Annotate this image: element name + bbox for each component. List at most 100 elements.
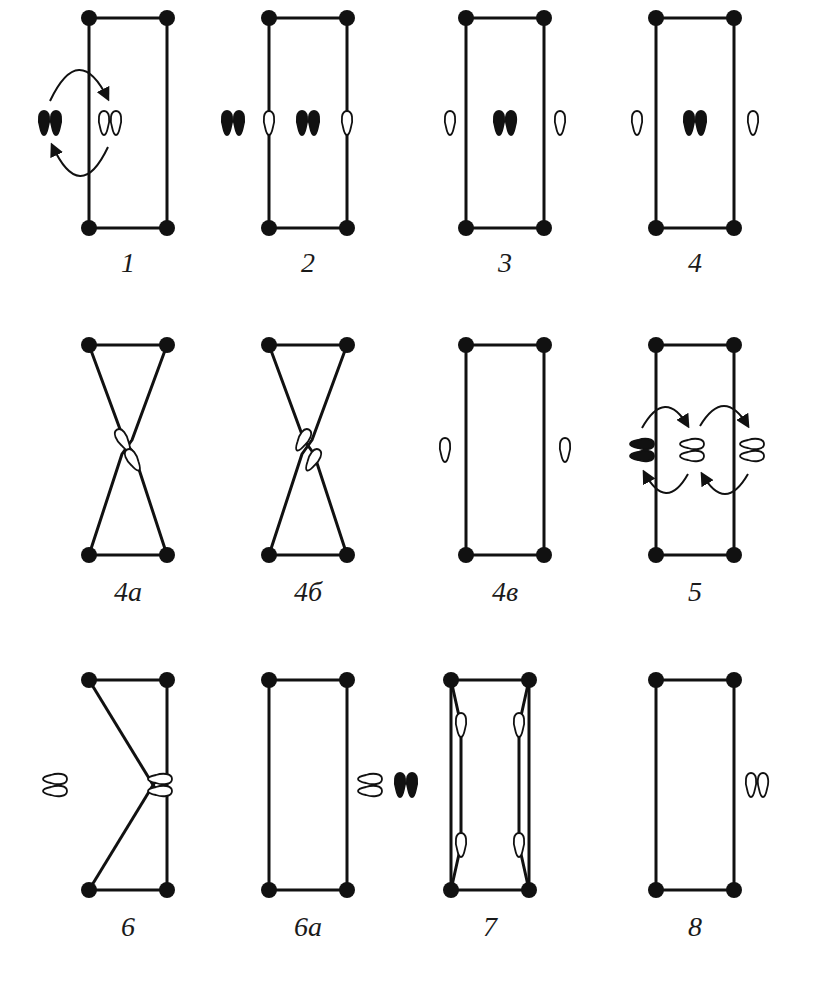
black-foot [494,111,504,135]
white-foot [632,111,642,135]
white-foot [358,774,382,784]
leg-dot [648,882,664,898]
leg-dot [159,882,175,898]
white-foot [555,111,565,135]
white-foot [445,111,455,135]
leg-dot [339,547,355,563]
leg-dot [261,220,277,236]
callout-number: 1 [121,249,135,277]
leg-dot [458,337,474,353]
white-foot [680,439,704,449]
white-foot [264,111,274,135]
leg-dot [159,220,175,236]
callout-number: 4а [114,578,142,606]
elastic-line [269,344,347,347]
white-foot [148,786,172,796]
elastic-line [89,554,167,557]
move-arrow [52,145,108,176]
white-foot [111,111,121,135]
leg-dot [648,10,664,26]
white-foot [342,111,352,135]
callout-number: 6а [294,913,322,941]
leg-dot [536,547,552,563]
leg-dot [159,337,175,353]
callout-number: 7 [483,913,497,941]
elastic-line [89,344,167,347]
callout-number: 3 [498,249,512,277]
leg-dot [339,882,355,898]
leg-dot [81,10,97,26]
elastic-line [269,680,347,890]
black-foot [630,439,654,449]
elastic-line [89,680,167,890]
callout-number: 6 [121,913,135,941]
leg-dot [261,547,277,563]
white-foot [99,111,109,135]
leg-dot [726,882,742,898]
black-foot [407,773,417,797]
elastic-line [89,345,167,555]
leg-dot [648,672,664,688]
callout-number: 4б [294,578,322,606]
white-foot [148,774,172,784]
elastic-line [451,680,461,890]
callout-number: 8 [688,913,702,941]
leg-dot [458,547,474,563]
leg-dot [536,220,552,236]
callout-number: 5 [688,578,702,606]
leg-dot [536,337,552,353]
elastic-line [269,554,347,557]
black-foot [39,111,49,135]
leg-dot [648,337,664,353]
elastic-line [466,18,544,228]
white-foot [456,713,466,737]
leg-dot [458,10,474,26]
leg-dot [81,882,97,898]
move-arrow [702,474,748,494]
black-foot [309,111,319,135]
leg-dot [648,547,664,563]
elastic-line [89,18,167,228]
leg-dot [339,10,355,26]
elastic-line [89,777,158,890]
white-foot [748,111,758,135]
white-foot [740,451,764,461]
leg-dot [261,10,277,26]
leg-dot [339,220,355,236]
leg-dot [726,10,742,26]
white-foot [43,786,67,796]
callout-number: 2 [301,249,315,277]
elastic-line [451,680,529,890]
move-arrow [700,406,748,426]
white-foot [293,427,314,453]
elastic-line [89,680,158,793]
leg-dot [536,10,552,26]
black-foot [297,111,307,135]
white-foot [514,713,524,737]
leg-dot [648,220,664,236]
leg-dot [339,672,355,688]
move-arrow [642,407,688,428]
white-foot [440,438,450,462]
elastic-line [656,345,734,555]
black-foot [506,111,516,135]
elastic-line [466,345,544,555]
black-foot [696,111,706,135]
elastic-line [656,680,734,890]
white-foot [740,439,764,449]
elastic-line [269,345,347,555]
white-foot [746,773,756,797]
white-foot [680,451,704,461]
move-arrow [50,70,108,101]
black-foot [395,773,405,797]
leg-dot [726,337,742,353]
elastic-line [269,345,347,555]
elastic-line [656,18,734,228]
leg-dot [726,220,742,236]
black-foot [51,111,61,135]
figure-group [39,10,768,898]
white-foot [758,773,768,797]
white-foot [560,438,570,462]
white-foot [514,833,524,857]
